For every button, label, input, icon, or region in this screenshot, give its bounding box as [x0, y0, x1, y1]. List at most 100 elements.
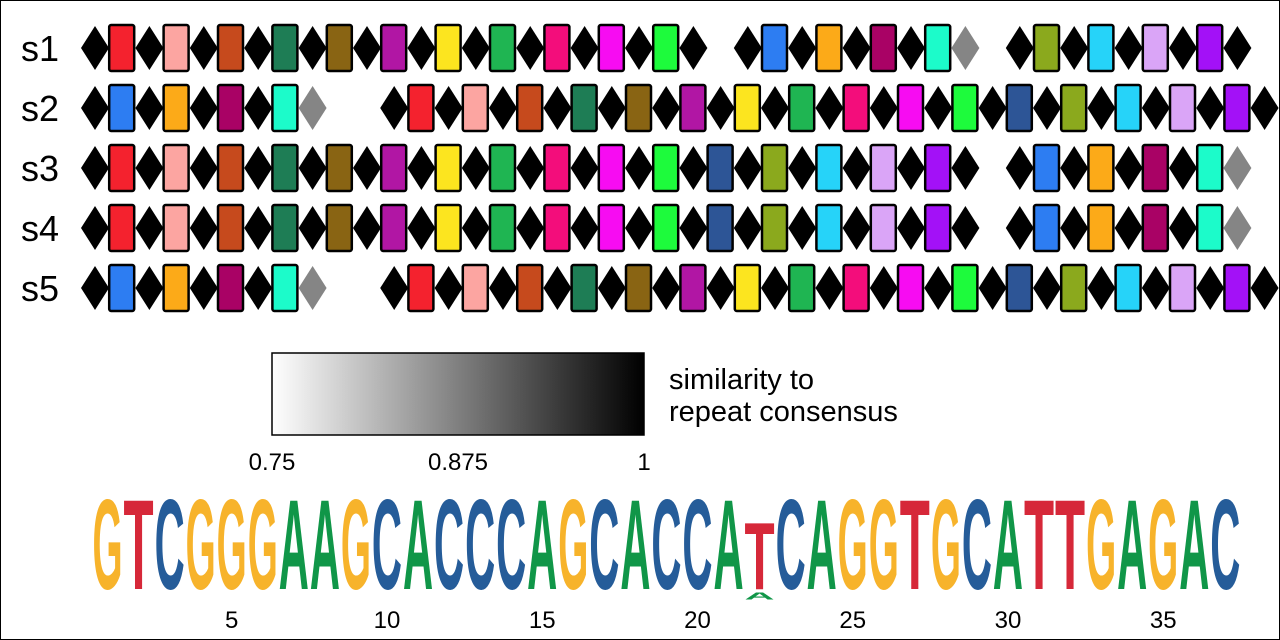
spacer-block [271, 83, 299, 133]
spacer-block [434, 203, 462, 253]
legend-tick-label: 0.75 [249, 449, 296, 476]
spacer-block [107, 23, 136, 73]
repeat-diamond [625, 146, 653, 190]
spacer-block [271, 143, 299, 193]
repeat-diamond [1196, 266, 1225, 310]
logo-letter: G [558, 474, 588, 617]
spacer-block [434, 143, 462, 193]
logo-letter: C [155, 474, 185, 617]
spacer-block [923, 23, 952, 73]
spacer-block [107, 203, 136, 253]
logo-letter: T [1024, 474, 1054, 617]
logo-letter: A [403, 474, 433, 617]
spacer-block [1114, 263, 1142, 313]
spacer-block [570, 263, 598, 313]
logo-letter: A [279, 474, 309, 617]
spacer-block [325, 143, 354, 193]
repeat-diamond [978, 266, 1007, 310]
repeat-diamond [81, 146, 109, 190]
logo-position-label: 35 [1150, 607, 1177, 634]
spacer-block [760, 143, 789, 193]
repeat-diamond [842, 26, 871, 70]
repeat-diamond [788, 146, 817, 190]
spacer-block [1195, 143, 1224, 193]
repeat-diamond [407, 146, 436, 190]
spacer-block [1114, 83, 1142, 133]
logo-letter: G [217, 474, 247, 617]
repeat-diamond [897, 146, 925, 190]
repeat-diamond [951, 206, 980, 250]
repeat-diamond [1169, 146, 1197, 190]
spacer-block [923, 203, 952, 253]
spacer-block [271, 203, 299, 253]
spacer-block [488, 23, 517, 73]
spacer-block [679, 263, 707, 313]
repeat-diamond [1114, 146, 1143, 190]
legend-tick-label: 1 [637, 449, 650, 476]
logo-letter: C [589, 474, 619, 617]
spacer-block [733, 83, 762, 133]
repeat-diamond [869, 86, 898, 130]
repeat-diamond [679, 26, 708, 70]
repeat-diamond [951, 26, 980, 70]
logo-position-label: 30 [995, 607, 1022, 634]
repeat-diamond [81, 206, 109, 250]
spacer-block [923, 143, 952, 193]
logo-letter: A [993, 474, 1023, 617]
repeat-diamond [407, 26, 436, 70]
repeat-diamond [1223, 26, 1252, 70]
repeat-diamond [135, 266, 164, 310]
repeat-diamond [461, 206, 490, 250]
spacer-block [597, 23, 626, 73]
repeat-diamond [298, 266, 327, 310]
logo-letter: C [1210, 474, 1240, 617]
repeat-diamond [733, 146, 762, 190]
repeat-diamond [461, 26, 490, 70]
repeat-diamond [1005, 206, 1034, 250]
repeat-diamond [1196, 86, 1225, 130]
repeat-diamond [1141, 86, 1170, 130]
repeat-diamond [1114, 206, 1143, 250]
row-label: s2 [21, 88, 59, 129]
repeat-diamond [625, 206, 653, 250]
logo-letter: G [1086, 474, 1116, 617]
repeat-diamond [978, 86, 1007, 130]
spacer-block [706, 143, 734, 193]
logo-letter: G [92, 474, 122, 617]
spacer-block [216, 83, 245, 133]
spacer-block [1087, 143, 1115, 193]
logo-letter: C [496, 474, 526, 617]
repeat-diamond [353, 206, 381, 250]
repeat-diamond [1250, 86, 1279, 130]
repeat-diamond [135, 206, 164, 250]
repeat-diamond [461, 146, 490, 190]
repeat-diamond [543, 266, 572, 310]
repeat-diamond [244, 26, 273, 70]
spacer-block [815, 23, 843, 73]
repeat-diamond [1169, 26, 1197, 70]
row-label: s1 [21, 28, 59, 69]
spacer-block [651, 203, 680, 253]
spacer-block [597, 143, 626, 193]
repeat-diamond [244, 266, 273, 310]
spacer-block [216, 263, 245, 313]
repeat-diamond [1033, 86, 1061, 130]
repeat-diamond [380, 266, 409, 310]
repeat-diamond [679, 146, 708, 190]
spacer-block [815, 203, 843, 253]
spacer-block [570, 83, 598, 133]
repeat-diamond [135, 26, 164, 70]
spacer-block [434, 23, 462, 73]
repeat-diamond [1060, 206, 1089, 250]
row-label: s4 [21, 208, 59, 249]
spacer-block [515, 83, 544, 133]
spacer-block [1087, 203, 1115, 253]
repeat-diamond [298, 86, 327, 130]
repeat-diamond [570, 26, 599, 70]
spacer-block [1168, 263, 1197, 313]
spacer-block [488, 143, 517, 193]
spacer-block [271, 263, 299, 313]
